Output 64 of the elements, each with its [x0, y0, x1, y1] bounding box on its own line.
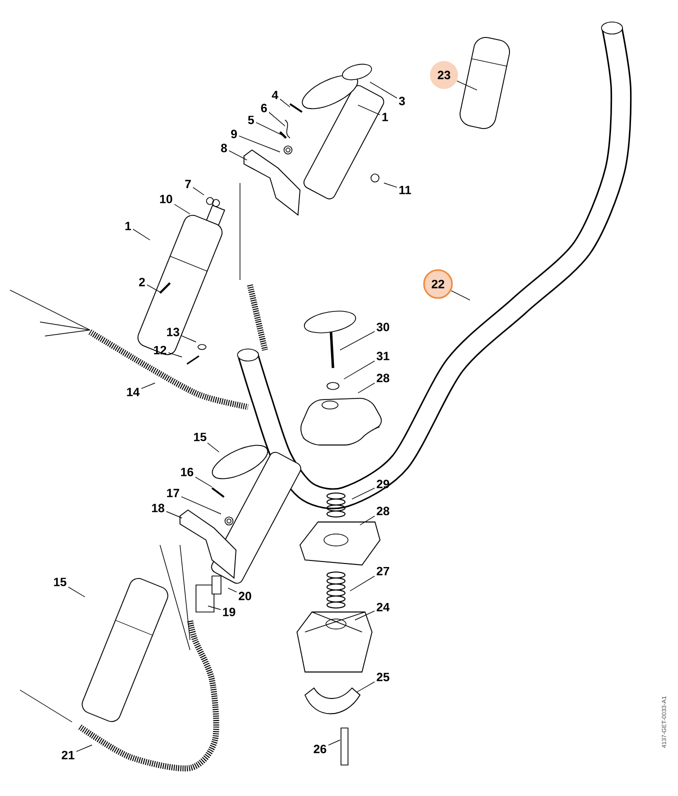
leader-line — [344, 360, 375, 380]
callout-number: 17 — [167, 488, 180, 498]
leader-line — [384, 182, 398, 188]
leader-line — [228, 150, 248, 160]
callout-number: 6 — [261, 104, 267, 112]
callout-number: 7 — [185, 180, 191, 188]
leader-line — [228, 588, 237, 592]
leader-line — [168, 352, 182, 358]
callout-number: 15 — [194, 432, 206, 442]
callout-number: 27 — [376, 566, 390, 576]
callout-number: 1 — [125, 222, 131, 230]
leader-line — [181, 335, 196, 342]
leader-line — [456, 80, 478, 90]
callout-number: 20 — [238, 592, 252, 600]
callout-number: 9 — [231, 130, 237, 138]
callout-number: 14 — [127, 388, 140, 396]
callout-number: 10 — [160, 194, 172, 204]
callout-number: 28 — [376, 506, 390, 516]
leader-line — [195, 476, 212, 488]
callout-number: 24 — [376, 602, 390, 612]
leader-line — [328, 740, 340, 746]
callout-number: 15 — [54, 578, 66, 586]
leader-line — [280, 98, 290, 108]
callout-number: 28 — [376, 374, 390, 382]
callout-number: 3 — [398, 96, 405, 106]
leader-line — [132, 228, 150, 240]
leader-line — [358, 382, 375, 394]
leader-line — [268, 112, 286, 126]
leader-line — [354, 610, 375, 620]
callout-number: 13 — [167, 328, 180, 336]
leader-line — [192, 187, 204, 196]
callout-number: 26 — [314, 744, 326, 754]
leader-line — [208, 606, 221, 610]
leader-line — [238, 136, 280, 152]
leader-line — [141, 382, 156, 389]
callout-number: 4 — [272, 90, 278, 100]
callout-number: 30 — [376, 322, 390, 332]
leader-line — [370, 82, 398, 98]
leader-line — [256, 122, 282, 136]
leader-line — [360, 516, 375, 526]
callout-number: 18 — [152, 504, 164, 512]
callout-number: 8 — [221, 144, 227, 152]
leader-line — [174, 204, 190, 214]
callout-number: 11 — [399, 186, 411, 194]
leader-line — [356, 681, 375, 692]
leader-line — [166, 511, 182, 518]
leader-line — [350, 576, 375, 592]
leader-line — [358, 104, 380, 116]
callout-number: 25 — [376, 672, 390, 682]
callout-number: 19 — [223, 608, 236, 616]
callout-number: 31 — [376, 352, 390, 360]
leader-line — [352, 488, 375, 500]
callout-number: 21 — [62, 750, 74, 760]
leader-line — [146, 284, 160, 292]
leader-line — [68, 586, 86, 598]
callout-number: 2 — [139, 278, 145, 286]
callout-number: 16 — [181, 468, 194, 476]
leader-line — [181, 496, 222, 514]
leader-line — [76, 744, 92, 752]
leader-line — [207, 442, 220, 452]
leader-line — [340, 331, 375, 350]
callout-number: 1 — [382, 112, 388, 122]
callout-number: 5 — [248, 116, 254, 124]
leader-line — [450, 290, 470, 300]
